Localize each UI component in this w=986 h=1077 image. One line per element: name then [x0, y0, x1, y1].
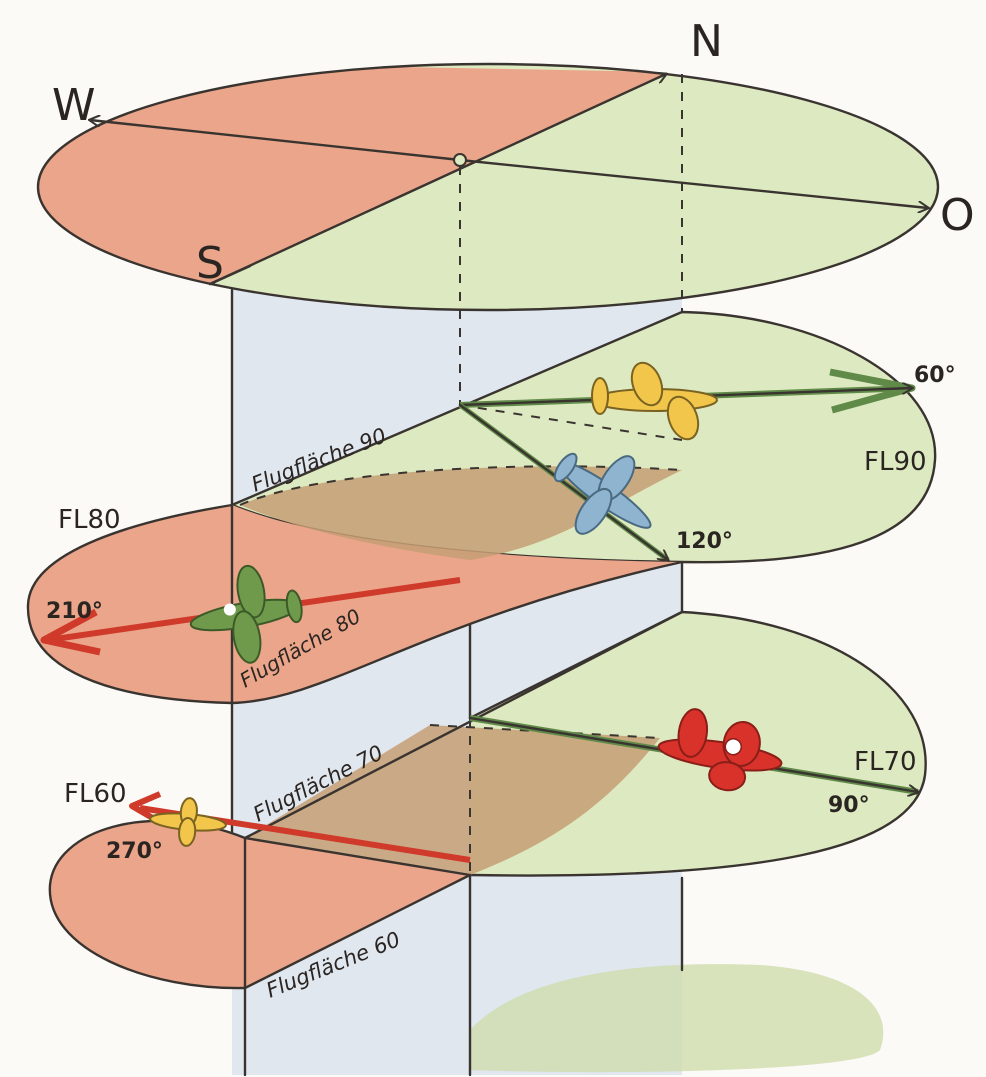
compass-north-label: N: [690, 16, 723, 67]
compass-south-label: S: [196, 238, 224, 289]
heading-120-label: 120°: [676, 529, 733, 554]
fl80-label: FL80: [58, 505, 121, 535]
heading-60-label: 60°: [914, 363, 956, 388]
compass-west-label: W: [52, 80, 96, 131]
heading-90-label: 90°: [828, 793, 870, 818]
compass-disc: W N O S: [30, 16, 975, 320]
fl70-label: FL70: [854, 747, 917, 777]
heading-210-label: 210°: [46, 599, 103, 624]
fl60-label: FL60: [64, 779, 127, 809]
fl90-label: FL90: [864, 447, 927, 477]
compass-east-label: O: [940, 190, 975, 241]
heading-270-label: 270°: [106, 839, 163, 864]
